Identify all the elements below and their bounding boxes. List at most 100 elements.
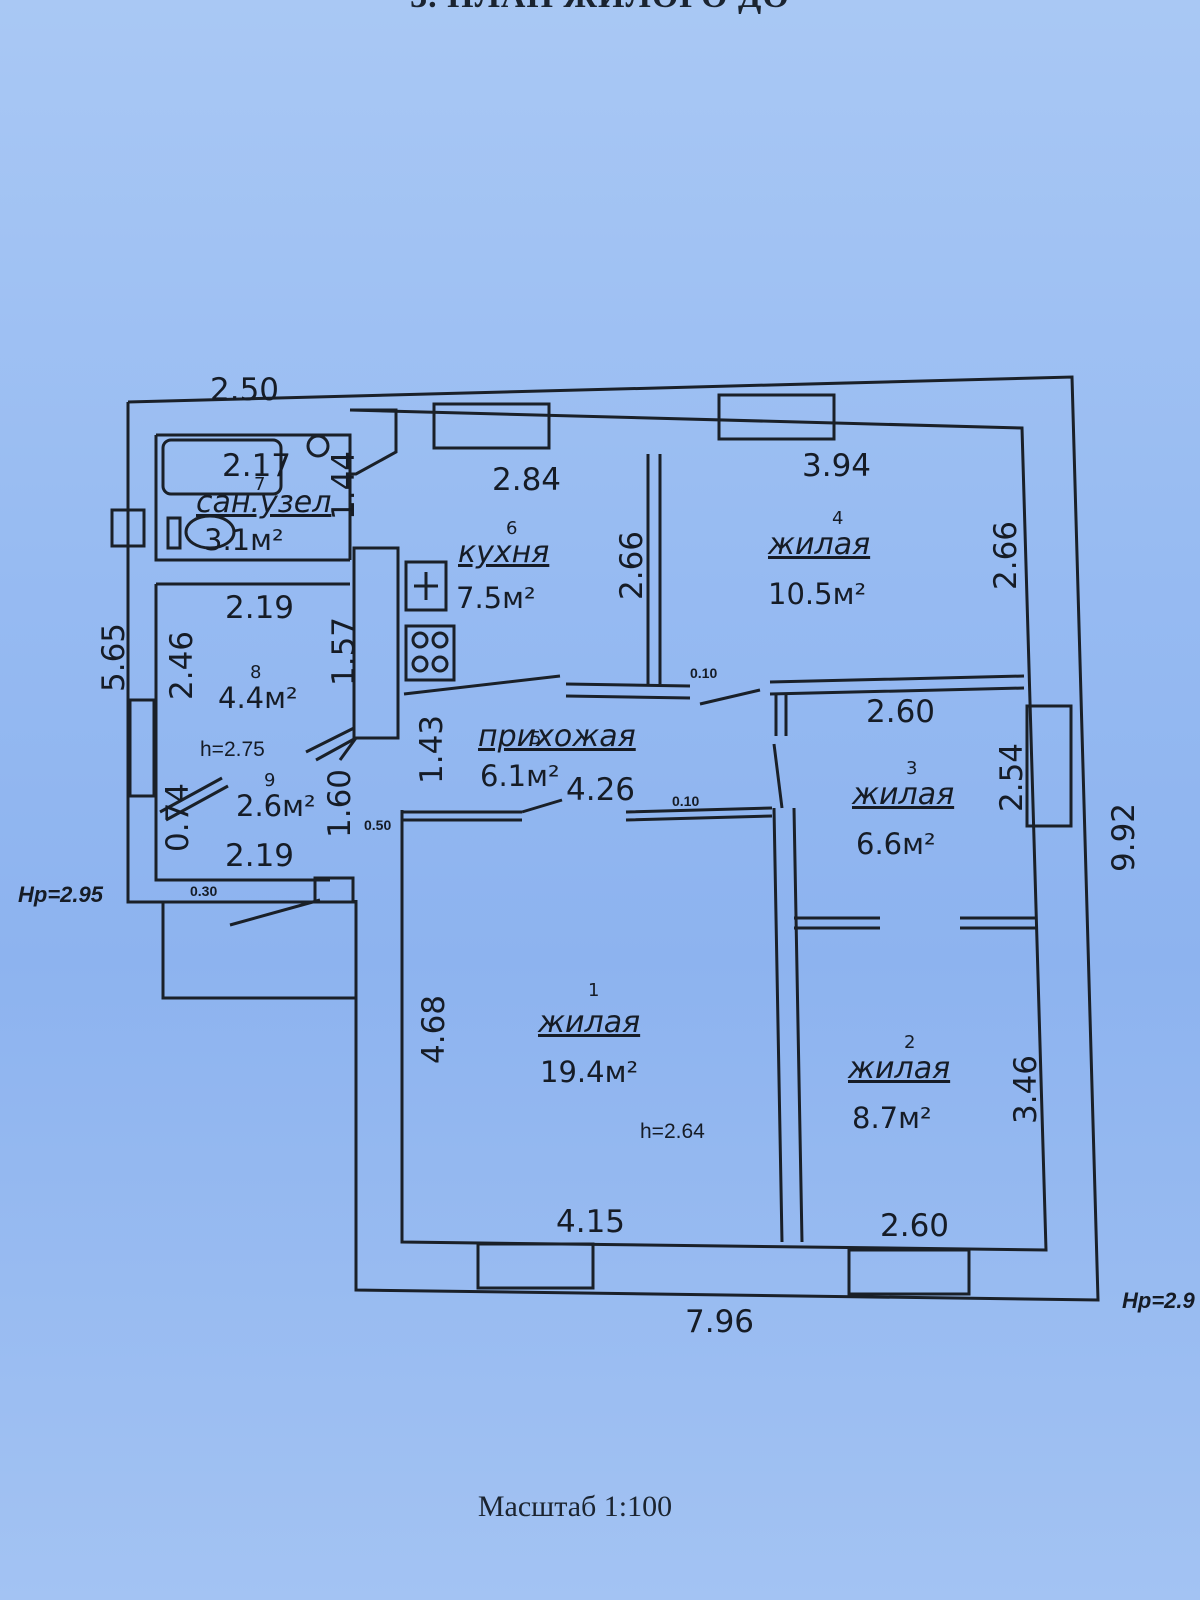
room-number: 5 (530, 728, 541, 749)
plan-line (154, 584, 330, 882)
room-area: 19.4м² (540, 1055, 638, 1089)
room-name: сан.узел (196, 485, 331, 520)
dim-wall-030: 0.30 (190, 883, 217, 899)
plan-line (960, 916, 1036, 930)
plan-line (411, 655, 429, 673)
sink-icon (404, 560, 448, 612)
plan-line (154, 435, 350, 562)
plan-line (305, 726, 357, 762)
ceiling-height: h=2.75 (200, 738, 265, 761)
dim-hall-depth: 1.43 (414, 715, 450, 784)
plan-line (625, 806, 773, 822)
room-number: 4 (832, 508, 843, 529)
bathtub (161, 438, 283, 496)
dim-room1-depth: 4.68 (416, 995, 452, 1064)
plan-line (110, 375, 1100, 1302)
dim-right-total: 9.92 (1106, 803, 1142, 872)
dim-room4-depth: 2.66 (988, 521, 1024, 590)
plan-line (774, 694, 788, 736)
plan-line (159, 776, 229, 822)
room-name: жилая (847, 1051, 950, 1086)
plan-line (772, 743, 784, 809)
dim-room2-depth: 3.46 (1008, 1055, 1044, 1124)
plan-line (338, 737, 358, 761)
annex-inner-wall (156, 433, 352, 560)
room-number: 2 (904, 1032, 915, 1053)
room-area: 2.6м² (236, 789, 316, 823)
sink-icon (306, 434, 330, 458)
dim-room3-width: 2.60 (866, 694, 935, 730)
dim-room4-width: 3.94 (802, 448, 871, 484)
room-area: 6.1м² (480, 759, 560, 793)
stove-icon (404, 624, 456, 682)
dim-room3-depth: 2.54 (994, 743, 1030, 812)
dim-left-total: 5.65 (96, 623, 132, 692)
partition-wall (769, 674, 1025, 696)
ceiling-height: h=2.64 (640, 1120, 705, 1143)
plan-line (699, 688, 761, 706)
chimney (352, 546, 400, 740)
plan-line (403, 674, 691, 700)
outer-height-right: Нр=2.9 (1122, 1288, 1196, 1313)
window (717, 393, 836, 441)
inner-wall (349, 408, 1048, 1252)
partition-wall (402, 810, 522, 822)
dim-room8-depth: 2.46 (164, 631, 200, 700)
dim-kitchen-depth: 2.66 (614, 531, 650, 600)
dim-wall-050: 0.50 (364, 817, 391, 833)
window (432, 402, 551, 450)
scale-label: Масштаб 1:100 (477, 1490, 673, 1523)
window (476, 1242, 595, 1290)
dim-bottom-total: 7.96 (685, 1304, 754, 1340)
room-area: 8.7м² (852, 1101, 932, 1135)
dim-hall-width: 4.26 (566, 772, 635, 808)
plan-line (350, 408, 398, 476)
window (1025, 704, 1073, 828)
porch-outline (161, 902, 356, 1000)
dim-wall-010-a: 0.10 (690, 665, 717, 681)
room-name: прихожая (478, 719, 636, 754)
plan-line (521, 798, 563, 814)
room-name: жилая (767, 527, 870, 562)
plan-line (229, 898, 321, 927)
room-number: 9 (264, 770, 275, 791)
plan-line (431, 631, 449, 649)
room-area: 3.1м² (204, 523, 284, 557)
dim-bath-depth: 1.44 (326, 451, 362, 520)
plan-line (414, 572, 438, 600)
room-number: 8 (250, 662, 261, 683)
dim-top-left: 2.50 (210, 372, 279, 408)
dim-wall-010-b: 0.10 (672, 793, 699, 809)
partition-wall (646, 454, 662, 684)
plan-line (411, 631, 429, 649)
room-number: 7 (254, 474, 265, 495)
outer-wall (127, 375, 1100, 1302)
vent-block (110, 508, 146, 548)
dim-kitchen-width: 2.84 (492, 462, 561, 498)
room-number: 3 (906, 758, 917, 779)
room-number: 1 (588, 980, 599, 1001)
room-area: 6.6м² (856, 827, 936, 861)
toilet-icon (184, 514, 236, 550)
plan-line (166, 516, 182, 550)
dim-bath-width: 2.17 (222, 448, 291, 484)
room-area: 10.5м² (768, 577, 866, 611)
plan-line (431, 655, 449, 673)
window (128, 698, 156, 798)
dim-room8-side: 1.57 (326, 617, 362, 686)
dim-room1-width: 4.15 (556, 1204, 625, 1240)
room-area: 4.4м² (218, 681, 298, 715)
partition-wall (772, 807, 804, 1243)
dim-room9-depth: 0.74 (160, 783, 196, 852)
page-title: 3. ПЛАН ЖИЛОГО ДО (0, 0, 1200, 16)
dim-room9-side: 1.60 (322, 769, 358, 838)
room-name: жилая (537, 1005, 640, 1040)
plan-line (313, 876, 355, 904)
dim-room2-width: 2.60 (880, 1208, 949, 1244)
room-name: жилая (851, 777, 954, 812)
room-number: 6 (506, 518, 517, 539)
dim-room9-width: 2.19 (225, 838, 294, 874)
dim-room8-width: 2.19 (225, 590, 294, 626)
outer-height-left: Нр=2.95 (18, 882, 104, 907)
